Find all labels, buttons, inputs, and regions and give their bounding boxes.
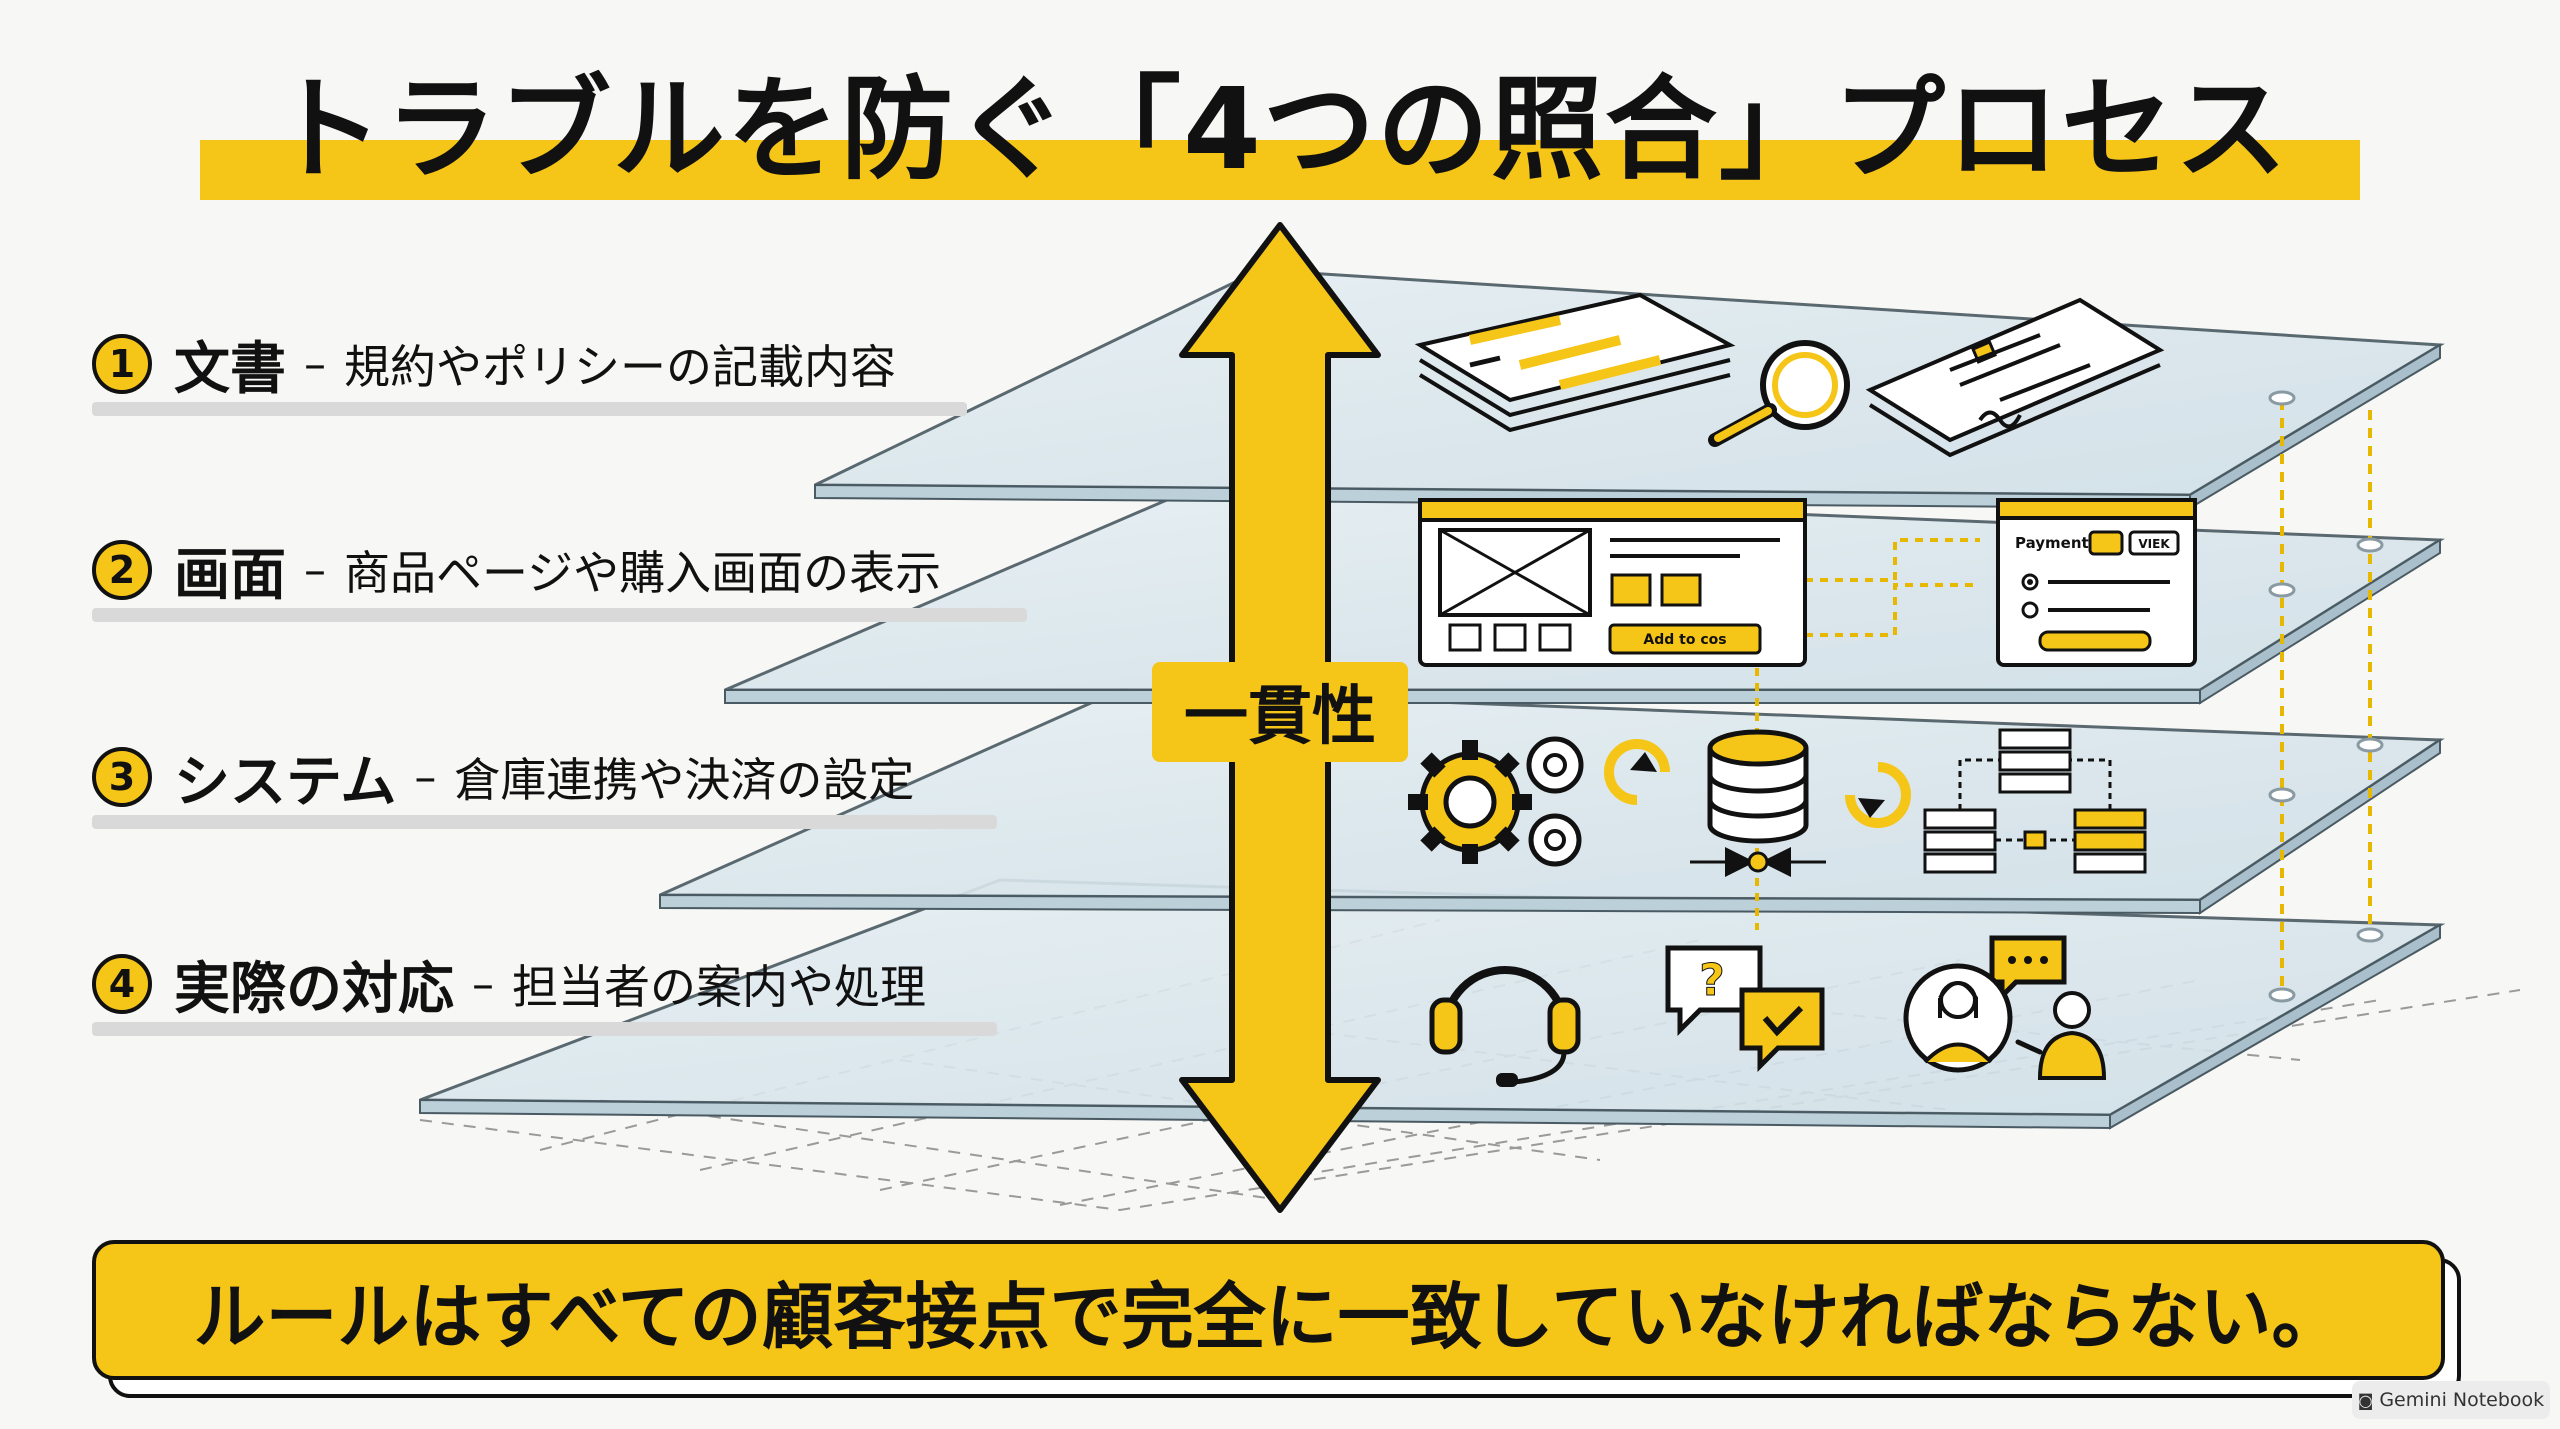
watermark-text: Gemini Notebook	[2379, 1389, 2545, 1411]
title-highlight	[200, 140, 2360, 200]
layer-2-description: 商品ページや購入画面の表示	[344, 546, 942, 600]
conclusion-banner: ルールはすべての顧客接点で完全に一致していなければならない。	[92, 1240, 2445, 1380]
layer-1-label-shadow	[92, 402, 967, 416]
gear-icon	[1408, 736, 1584, 867]
layer-3-label: 3 システム – 倉庫連携や決済の設定	[92, 735, 954, 819]
database-icon	[1604, 729, 1911, 877]
flow-connectors	[1755, 538, 1980, 930]
layer-4-number: 4	[92, 954, 152, 1014]
layer-1-description: 規約やポリシーの記載内容	[344, 340, 896, 394]
watermark-badge: ◙ Gemini Notebook	[2352, 1381, 2550, 1419]
layer-3-name: システム	[174, 749, 397, 815]
page-title: トラブルを防ぐ「4つの照合」プロセス	[271, 65, 2289, 195]
layer-2-label: 2 画面 – 商品ページや購入画面の表示	[92, 528, 981, 612]
add-to-cart-label: Add to cos	[1643, 632, 1726, 648]
layer-2-number: 2	[92, 540, 152, 600]
layer-3-dash: –	[414, 751, 437, 803]
svg-text:?: ?	[1699, 955, 1725, 1006]
notebook-icon: ◙	[2357, 1390, 2374, 1410]
contract-icon	[1865, 297, 2165, 458]
layer-4-name: 実際の対応	[174, 956, 454, 1022]
document-icon	[1414, 292, 1736, 433]
consistency-label-box: 一貫性	[1152, 662, 1408, 762]
layer-1-label: 1 文書 – 規約やポリシーの記載内容	[92, 322, 936, 406]
layer-3-description: 倉庫連携や決済の設定	[454, 753, 915, 807]
checkout-icon: Payment VIEK	[1996, 498, 2197, 667]
layer-4-dash: –	[472, 958, 494, 1010]
card-brand-label: VIEK	[2138, 537, 2170, 551]
magnifier-icon	[1708, 340, 1850, 447]
layer-1-dash: –	[304, 338, 326, 390]
network-icon	[1923, 728, 2147, 874]
headset-icon	[1429, 966, 1581, 1087]
payment-label: Payment	[2015, 534, 2089, 552]
layer-2-name: 画面	[174, 542, 286, 608]
layer-connectors	[2280, 400, 2372, 995]
layer-2-dash: –	[304, 544, 326, 596]
layer-4-description: 担当者の案内や処理	[512, 960, 926, 1014]
title-block: トラブルを防ぐ「4つの照合」プロセス	[200, 50, 2360, 210]
layer-4-label-shadow	[92, 1022, 997, 1036]
layer-2-label-shadow	[92, 608, 1027, 622]
layer-1-name: 文書	[174, 336, 286, 402]
staff-icon	[1903, 935, 2107, 1080]
layer-4-label: 4 実際の対応 – 担当者の案内や処理	[92, 942, 966, 1026]
consistency-label: 一貫性	[1184, 680, 1376, 754]
product-page-icon: Add to cos	[1418, 498, 1807, 667]
layer-1-number: 1	[92, 334, 152, 394]
chat-icon: ?	[1665, 945, 1825, 1073]
conclusion-text: ルールはすべての顧客接点で完全に一致していなければならない。	[193, 1274, 2344, 1359]
layer-3-label-shadow	[92, 815, 997, 829]
layer-3-number: 3	[92, 747, 152, 807]
